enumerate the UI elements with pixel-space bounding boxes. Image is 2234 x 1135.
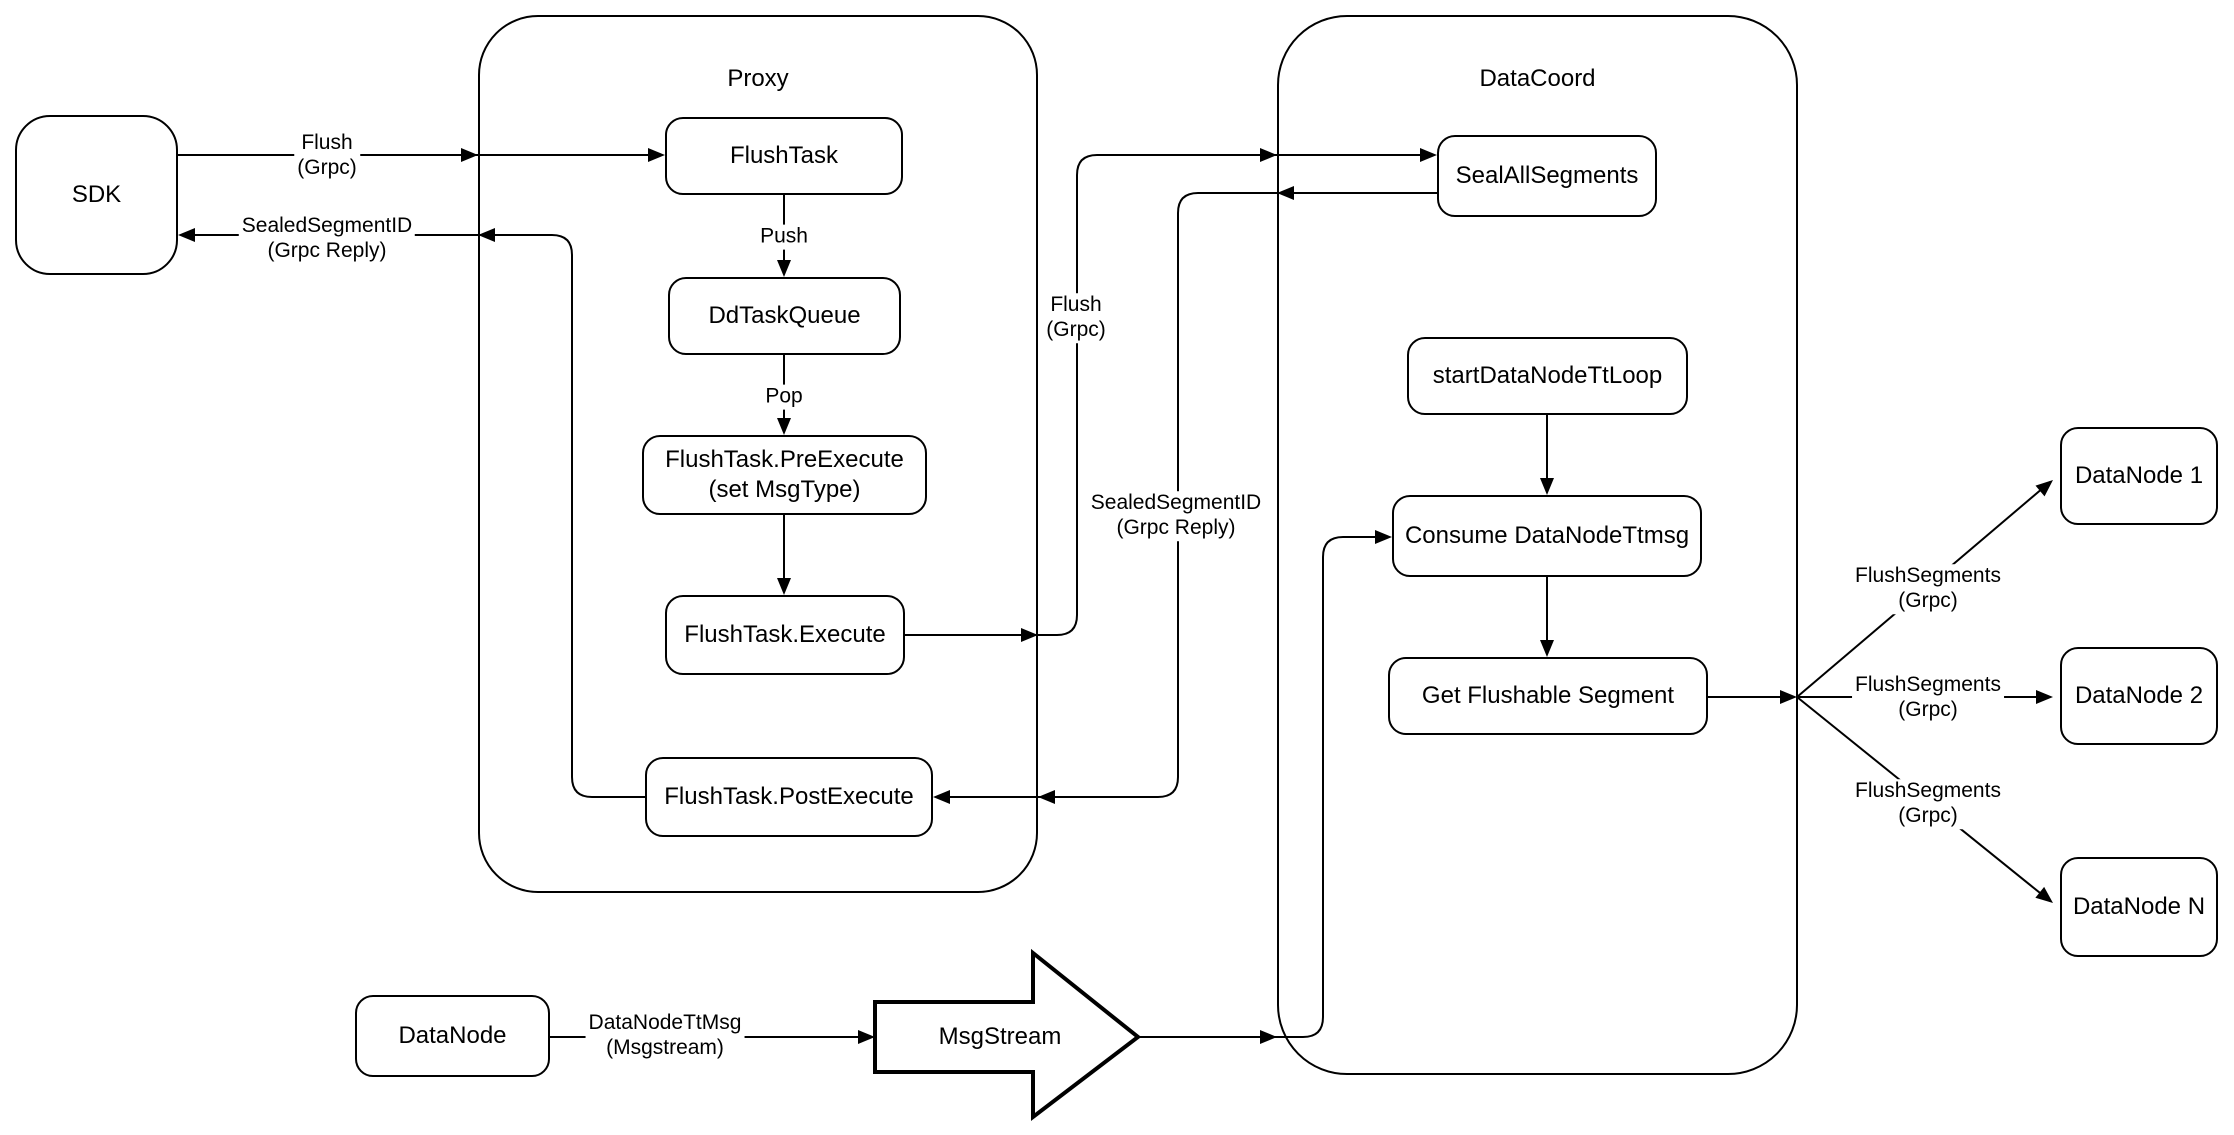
proxy-container-title: Proxy	[727, 65, 789, 92]
node-flushtask-preexecute: FlushTask.PreExecute (set MsgType)	[642, 435, 927, 515]
edge-flush-sdk-to-flushtask	[178, 148, 665, 162]
node-flushtask-execute: FlushTask.Execute	[665, 595, 905, 675]
edge-label-push: Push	[757, 224, 811, 250]
node-ddtaskqueue: DdTaskQueue	[668, 277, 901, 355]
edge-consume-to-getflushable	[1540, 577, 1554, 657]
node-ddtaskqueue-label: DdTaskQueue	[708, 302, 861, 329]
node-datanode-1: DataNode 1	[2060, 427, 2218, 525]
node-flushtask-preexecute-sublabel: (set MsgType)	[708, 476, 861, 503]
node-sealallsegments-label: SealAllSegments	[1455, 162, 1639, 189]
node-startdatanodettloop-label: startDataNodeTtLoop	[1432, 362, 1663, 389]
node-datanode: DataNode	[355, 995, 550, 1077]
node-datanode-2-label: DataNode 2	[2074, 682, 2204, 709]
node-datanode-2: DataNode 2	[2060, 647, 2218, 745]
node-startdatanodettloop: startDataNodeTtLoop	[1407, 337, 1688, 415]
edge-label-sealedsegmentid-datacoord: SealedSegmentID (Grpc Reply)	[1087, 491, 1265, 541]
node-flushtask-label: FlushTask	[729, 142, 839, 169]
node-flushtask-preexecute-label: FlushTask.PreExecute	[665, 446, 904, 473]
edge-label-flush-grpc-datacoord: Flush (Grpc)	[1043, 293, 1109, 343]
node-sdk: SDK	[15, 115, 178, 275]
node-consume-datanodettmsg-label: Consume DataNodeTtmsg	[1404, 522, 1690, 549]
node-datanode-label: DataNode	[398, 1022, 507, 1049]
edge-label-flushsegments-3: FlushSegments (Grpc)	[1852, 779, 2004, 829]
node-consume-datanodettmsg: Consume DataNodeTtmsg	[1392, 495, 1702, 577]
node-flushtask-execute-label: FlushTask.Execute	[684, 621, 886, 648]
node-sdk-label: SDK	[71, 181, 122, 208]
node-sealallsegments: SealAllSegments	[1437, 135, 1657, 217]
edge-flush-to-sealallsegments	[905, 148, 1437, 642]
edge-msgstream-to-consume	[1138, 530, 1392, 1044]
msgstream-label: MsgStream	[938, 1023, 1062, 1050]
edge-label-sealedsegmentid-sdk: SealedSegmentID (Grpc Reply)	[238, 214, 416, 264]
edge-label-flushsegments-2: FlushSegments (Grpc)	[1852, 673, 2004, 723]
edge-startloop-to-consume	[1540, 415, 1554, 495]
node-datanode-n: DataNode N	[2060, 857, 2218, 957]
edge-getflushable-to-boundary	[1708, 690, 1797, 704]
node-get-flushable-segment-label: Get Flushable Segment	[1421, 682, 1675, 709]
edge-label-pop: Pop	[762, 384, 806, 410]
msgstream-block-arrow	[873, 948, 1142, 1122]
node-flushtask-postexecute-label: FlushTask.PostExecute	[664, 783, 914, 810]
datacoord-container: DataCoord	[1277, 15, 1798, 1075]
proxy-container: Proxy	[478, 15, 1038, 893]
datacoord-container-title: DataCoord	[1479, 65, 1596, 92]
node-datanode-1-label: DataNode 1	[2074, 462, 2204, 489]
edge-label-datanodettmsg: DataNodeTtMsg (Msgstream)	[585, 1011, 745, 1061]
node-datanode-n-label: DataNode N	[2072, 893, 2206, 920]
edge-preexecute-to-execute	[777, 515, 791, 595]
node-flushtask: FlushTask	[665, 117, 903, 195]
node-get-flushable-segment: Get Flushable Segment	[1388, 657, 1708, 735]
edge-sealedsegmentid-to-sdk	[178, 228, 645, 798]
node-flushtask-postexecute: FlushTask.PostExecute	[645, 757, 933, 837]
edge-label-flushsegments-1: FlushSegments (Grpc)	[1852, 564, 2004, 614]
edge-label-flush-grpc-sdk: Flush (Grpc)	[294, 131, 360, 181]
